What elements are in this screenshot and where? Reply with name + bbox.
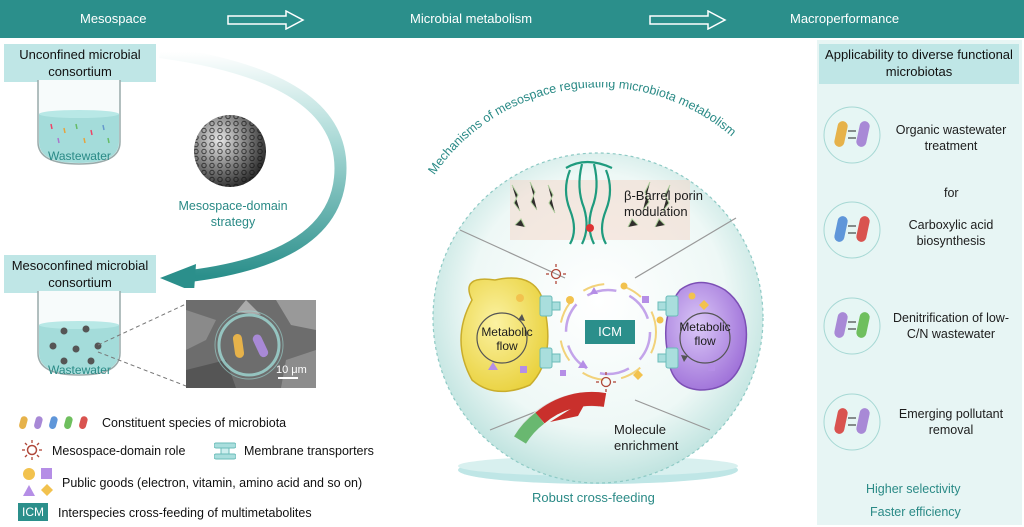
for-label: for: [944, 186, 959, 200]
arc-title: Mechanisms of mesospace regulating micro…: [425, 82, 738, 177]
unconfined-consortium-label: Unconfined microbial consortium: [4, 44, 156, 82]
icm-tag: ICM: [18, 503, 48, 521]
legend-role: Mesospace-domain role: [52, 444, 186, 458]
sem-micrograph: [186, 300, 316, 388]
footer-selectivity: Higher selectivity: [866, 482, 961, 496]
metabolic-flow-right: Metabolic flow: [679, 320, 731, 348]
legend-species: Constituent species of microbiota: [102, 416, 287, 430]
arrow-right-icon: [649, 10, 727, 30]
footer-efficiency: Faster efficiency: [870, 505, 961, 519]
robust-cross-feeding-label: Robust cross-feeding: [532, 490, 655, 505]
porin-label: β-Barrel porin modulation: [624, 188, 704, 219]
legend-public-goods: Public goods (electron, vitamin, amino a…: [62, 476, 363, 490]
scale-bar-label: 10 μm: [276, 364, 307, 376]
zoom-lines: [97, 303, 187, 387]
strategy-label: Mesospace-domain strategy: [178, 199, 288, 229]
legend-transporters: Membrane transporters: [244, 444, 374, 458]
item-organic-wastewater: Organic wastewater treatment: [895, 123, 1007, 153]
item-denitrification: Denitrification of low-C/N wastewater: [892, 311, 1009, 341]
molecule-enrichment-label: Molecule enrichment: [614, 422, 679, 453]
legend-icm: Interspecies cross-feeding of multimetab…: [58, 506, 312, 520]
wastewater-label-1: Wastewater: [48, 149, 111, 163]
public-goods-icon: [23, 468, 53, 496]
header-microbial-metabolism: Microbial metabolism: [410, 11, 533, 26]
microbiota-bubble-2: [823, 201, 881, 259]
mesosphere-icon: [194, 115, 266, 187]
item-emerging-pollutant: Emerging pollutant removal: [898, 407, 1004, 437]
header-macroperformance: Macroperformance: [790, 11, 900, 26]
curved-arrow-icon: [159, 48, 347, 288]
header-mesospace: Mesospace: [80, 11, 147, 26]
header-bar: Mesospace Microbial metabolism Macroperf…: [0, 0, 1024, 38]
mechanism-sphere: [432, 152, 764, 484]
bacteria-icon: [19, 416, 88, 430]
microbiota-bubble-4: [823, 393, 881, 451]
arc-title-text: Mechanisms of mesospace regulating micro…: [425, 82, 738, 177]
test-tube-mesoconfined: [37, 291, 121, 376]
metabolic-flow-left: Metabolic flow: [481, 325, 533, 353]
microbiota-bubble-3: [823, 297, 881, 355]
test-tube-unconfined: [37, 80, 121, 165]
microbiota-bubble-1: [823, 106, 881, 164]
arrow-right-icon: [227, 10, 305, 30]
wastewater-label-2: Wastewater: [48, 363, 111, 377]
icm-label: ICM: [585, 320, 635, 344]
mesoconfined-consortium-label: Mesoconfined microbial consortium: [4, 255, 156, 293]
applicability-header: Applicability to diverse functional micr…: [819, 44, 1019, 84]
svg-text:Mechanisms of mesospace regula: Mechanisms of mesospace regulating micro…: [425, 82, 738, 177]
item-carboxylic-acid: Carboxylic acid biosynthesis: [908, 218, 994, 248]
transporter-icon: [214, 442, 236, 460]
lightbulb-icon: [22, 440, 42, 460]
